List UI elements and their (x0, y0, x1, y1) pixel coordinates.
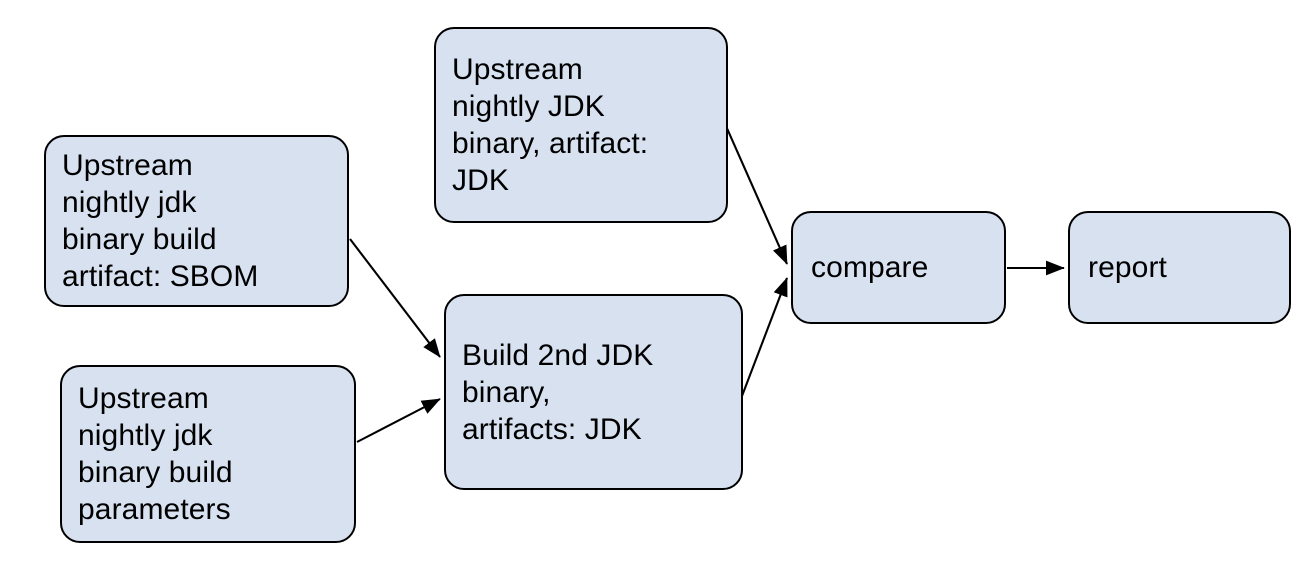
node-upstream-jdk-binary[interactable]: Upstream nightly JDK binary, artifact: J… (434, 27, 728, 223)
edge-jdk-to-compare (721, 116, 788, 265)
edge-params-to-build (356, 398, 441, 443)
node-upstream-sbom[interactable]: Upstream nightly jdk binary build artifa… (44, 135, 349, 307)
node-label: Build 2nd JDK binary, artifacts: JDK (462, 338, 654, 446)
node-label: Upstream nightly jdk binary build artifa… (62, 149, 259, 293)
node-label: report (1088, 251, 1167, 284)
node-label: Upstream nightly jdk binary build parame… (78, 382, 233, 526)
node-label: Upstream nightly JDK binary, artifact: J… (452, 53, 649, 197)
edge-build-to-compare (741, 277, 788, 397)
node-build-2nd-jdk[interactable]: Build 2nd JDK binary, artifacts: JDK (444, 294, 743, 490)
edge-sbom-to-build (349, 238, 441, 358)
node-upstream-params[interactable]: Upstream nightly jdk binary build parame… (60, 365, 356, 543)
node-label: compare (811, 251, 929, 284)
node-compare[interactable]: compare (791, 211, 1006, 324)
node-report[interactable]: report (1068, 211, 1291, 324)
